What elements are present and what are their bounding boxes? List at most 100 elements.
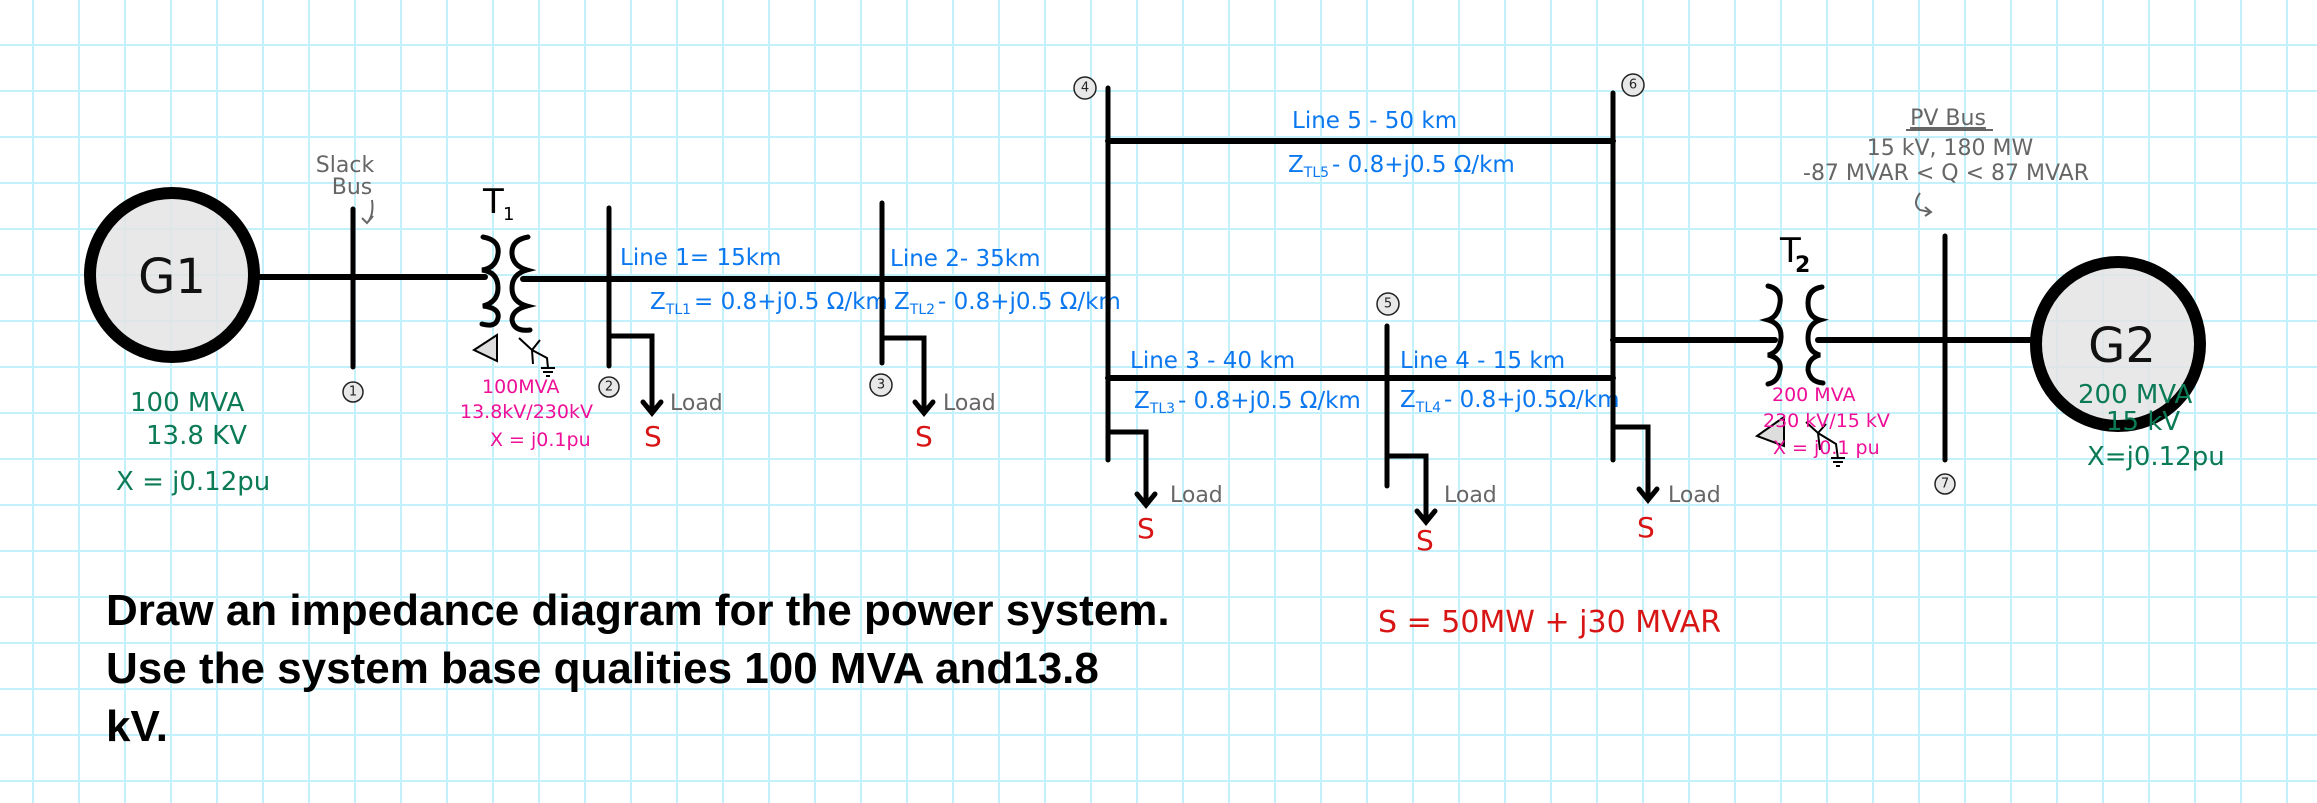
bus-number-badge (1621, 73, 1645, 97)
bus-1-number: 1 (342, 381, 364, 403)
svg-text:5: 5 (1384, 297, 1392, 312)
line1-label: Line 1= 15km (620, 245, 781, 271)
load-bus3-label: Load (943, 391, 996, 416)
load-bus3-symbol: S (915, 420, 933, 453)
t2-rating: 200 MVA (1772, 384, 1855, 406)
pv-bus-spec: 15 kV, 180 MW (1867, 136, 2034, 161)
load-bus6-feeder (1610, 424, 1651, 501)
bus-number-badge (1376, 292, 1400, 316)
load-bus3-arrow-icon (912, 399, 936, 417)
bus-number-badge (598, 376, 620, 398)
question-line-1: Draw an impedance diagram for the power … (106, 586, 1170, 635)
pv-bus-arrow-icon (1915, 192, 1933, 217)
bus-number-badge (869, 373, 893, 397)
t2-wye-grounded-icon (1805, 421, 1845, 467)
t1-subscript: 1 (503, 204, 514, 225)
generator-g2-label: G2 (2088, 318, 2156, 374)
line5-impedance: ZTL5- 0.8+j0.5 Ω/km (1288, 152, 1515, 181)
svg-text:ZTL2- 0.8+j0.5 Ω/km: ZTL2- 0.8+j0.5 Ω/km (894, 289, 1121, 318)
load-bus4-feeder (1105, 429, 1149, 506)
t1-label: T (482, 182, 504, 222)
t2-reactance: X = j0.1 pu (1773, 437, 1880, 459)
t1-delta-icon (471, 333, 498, 363)
load-bus4-label: Load (1170, 483, 1223, 508)
bus-2-number: 2 (598, 376, 620, 398)
t1-voltage: 13.8kV/230kV (460, 401, 593, 423)
load-bus2-feeder (606, 333, 655, 414)
g2-rating: 200 MVA (2078, 380, 2192, 410)
load-bus3-feeder (879, 335, 927, 414)
t1-secondary-coil (509, 234, 537, 333)
load-bus6-label: Load (1668, 483, 1721, 508)
svg-text:3: 3 (877, 378, 885, 393)
g1-rating: 100 MVA (130, 388, 244, 418)
generator-g1: G1 (84, 187, 260, 363)
load-bus2-arrow-icon (640, 399, 664, 417)
g1-voltage: 13.8 KV (146, 421, 247, 451)
generator-g2-symbol (2030, 256, 2206, 432)
t2-secondary-coil (1805, 284, 1829, 386)
t2-label: T (1779, 231, 1801, 271)
load-bus4-arrow-icon (1134, 491, 1158, 509)
t2-primary-coil (1759, 283, 1784, 387)
bus-7-number: 7 (1934, 473, 1956, 495)
line3-label: Line 3 - 40 km (1130, 348, 1295, 374)
load-bus5-label: Load (1444, 483, 1497, 508)
g2-reactance: X=j0.12pu (2087, 442, 2225, 472)
generator-g2: G2 (2030, 256, 2206, 432)
bus-4-number: 4 (1073, 76, 1097, 100)
g1-reactance: X = j0.12pu (116, 467, 270, 497)
load-bus5-feeder (1384, 453, 1429, 523)
t2-delta-icon (1754, 415, 1785, 448)
t1-primary-coil (479, 234, 501, 328)
bus-number-badge (1934, 473, 1956, 495)
line5-label: Line 5 - 50 km (1292, 108, 1457, 134)
line1-impedance: ZTL1= 0.8+j0.5 Ω/km (650, 289, 888, 318)
pv-bus-q-limits: -87 MVAR < Q < 87 MVAR (1803, 161, 2089, 186)
t1-wye-grounded-icon (518, 337, 555, 377)
question-text: Draw an impedance diagram for the power … (106, 582, 1306, 756)
svg-text:6: 6 (1629, 78, 1637, 93)
svg-text:ZTL3- 0.8+j0.5 Ω/km: ZTL3- 0.8+j0.5 Ω/km (1134, 388, 1361, 417)
question-line-3: kV. (106, 702, 169, 751)
transformer-t2: T 2 (1754, 231, 1845, 467)
svg-text:4: 4 (1081, 81, 1089, 96)
slack-bus-label-1: Slack (316, 153, 375, 178)
slack-bus-arrow-icon (361, 199, 374, 225)
g2-voltage: 15 kV (2106, 407, 2180, 437)
load-bus5-symbol: S (1416, 524, 1434, 557)
svg-text:7: 7 (1941, 477, 1949, 492)
line2-impedance: ZTL2- 0.8+j0.5 Ω/km (894, 289, 1121, 318)
line2-label: Line 2- 35km (890, 246, 1040, 272)
line4-impedance: ZTL4- 0.8+j0.5Ω/km (1400, 387, 1620, 416)
bus-5-number: 5 (1376, 292, 1400, 316)
load-bus6-symbol: S (1637, 511, 1655, 544)
svg-text:ZTL4- 0.8+j0.5Ω/km: ZTL4- 0.8+j0.5Ω/km (1400, 387, 1620, 416)
svg-text:ZTL1= 0.8+j0.5 Ω/km: ZTL1= 0.8+j0.5 Ω/km (650, 289, 888, 318)
t2-voltage: 230 kV/15 kV (1763, 410, 1890, 432)
load-bus6-arrow-icon (1636, 486, 1660, 504)
bus-3-number: 3 (869, 373, 893, 397)
transformer-t1: T 1 (471, 182, 555, 377)
line4-label: Line 4 - 15 km (1400, 348, 1565, 374)
load-bus2-symbol: S (644, 420, 662, 453)
bus-6-number: 6 (1621, 73, 1645, 97)
pv-bus-title: PV Bus (1910, 106, 1986, 131)
svg-text:2: 2 (605, 380, 613, 395)
svg-text:ZTL5- 0.8+j0.5 Ω/km: ZTL5- 0.8+j0.5 Ω/km (1288, 152, 1515, 181)
load-bus4-symbol: S (1137, 512, 1155, 545)
svg-text:1: 1 (349, 385, 357, 400)
question-line-2: Use the system base qualities 100 MVA an… (106, 644, 1099, 693)
t1-reactance: X = j0.1pu (490, 429, 591, 451)
bus-number-badge (342, 381, 364, 403)
bus-number-badge (1073, 76, 1097, 100)
t1-rating: 100MVA (482, 376, 559, 398)
generator-g1-label: G1 (138, 249, 206, 305)
load-bus2-label: Load (670, 391, 723, 416)
load-bus5-arrow-icon (1414, 508, 1438, 526)
t2-subscript: 2 (1795, 253, 1810, 278)
line3-impedance: ZTL3- 0.8+j0.5 Ω/km (1134, 388, 1361, 417)
slack-bus-label-2: Bus (332, 175, 373, 200)
